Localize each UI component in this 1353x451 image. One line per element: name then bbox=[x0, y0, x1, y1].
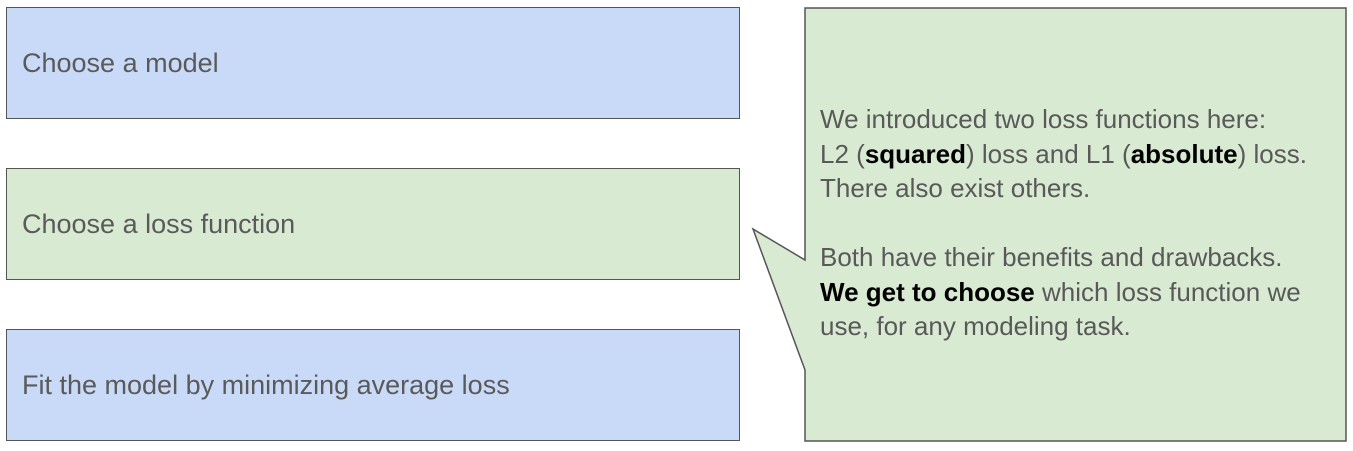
step-box-choose-model: Choose a model bbox=[6, 7, 740, 119]
callout-line: ) loss and L1 ( bbox=[965, 138, 1131, 169]
callout-paragraph-1: We introduced two loss functions here: L… bbox=[820, 102, 1340, 206]
callout-line: ) loss. bbox=[1237, 138, 1307, 169]
callout-bubble-shape bbox=[751, 7, 1347, 442]
step-box-fit-model: Fit the model by minimizing average loss bbox=[6, 329, 740, 441]
step-label: Choose a loss function bbox=[22, 208, 296, 239]
callout-paragraph-2: Both have their benefits and drawbacks. … bbox=[820, 240, 1340, 344]
callout-bold-we-get-to-choose: We get to choose bbox=[820, 276, 1035, 307]
callout-text: We introduced two loss functions here: L… bbox=[820, 102, 1340, 344]
step-box-choose-loss: Choose a loss function bbox=[6, 168, 740, 280]
callout-line: Both have their benefits and drawbacks. bbox=[820, 242, 1283, 272]
callout-line: which loss function we use, for any mode… bbox=[820, 276, 1301, 342]
callout-bold-absolute: absolute bbox=[1130, 138, 1238, 169]
step-label: Fit the model by minimizing average loss bbox=[22, 369, 510, 400]
callout-line: We introduced two loss functions here: bbox=[820, 104, 1267, 134]
step-label: Choose a model bbox=[22, 47, 219, 78]
callout-bold-squared: squared bbox=[864, 138, 966, 169]
callout-line: L2 ( bbox=[820, 138, 865, 169]
callout-line: There also exist others. bbox=[820, 173, 1091, 203]
